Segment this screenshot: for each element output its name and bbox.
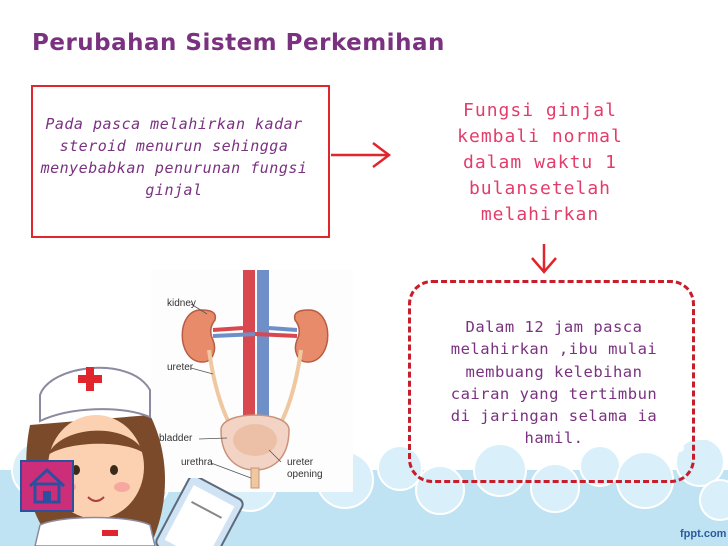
nurse-illustration — [26, 366, 165, 546]
info-box-text: Dalam 12 jam pasca melahirkan ,ibu mulai… — [450, 318, 658, 448]
clipboard-icon — [155, 478, 244, 546]
label-ureter: ureter — [167, 362, 194, 373]
info-box — [408, 280, 695, 483]
arrow-down-icon — [531, 244, 557, 274]
label-bladder: bladder — [159, 433, 193, 444]
left-note-box — [31, 85, 330, 238]
label-ureter-opening-2: opening — [287, 469, 323, 480]
urinary-system-diagram: kidney ureter bladder urethra ureter ope… — [151, 270, 353, 492]
label-urethra: urethra — [181, 457, 213, 468]
home-icon — [28, 467, 66, 504]
urinary-system-illustration — [181, 270, 329, 489]
left-note-text: Pada pasca melahirkan kadar steroid menu… — [40, 115, 308, 199]
label-kidney: kidney — [167, 298, 196, 309]
right-note-text: Fungsi ginjal kembali normal dalam waktu… — [457, 100, 623, 225]
slide-title: Perubahan Sistem Perkemihan — [32, 30, 445, 56]
label-ureter-opening-1: ureter — [287, 457, 314, 468]
home-button[interactable] — [20, 460, 74, 512]
arrow-right-icon — [331, 142, 392, 168]
brand-watermark: fppt.com — [680, 528, 727, 540]
